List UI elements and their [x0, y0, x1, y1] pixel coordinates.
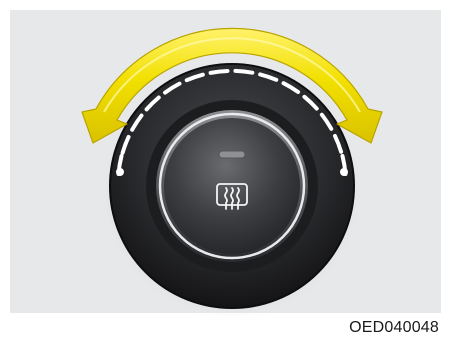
- figure-reference-code: OED040048: [349, 319, 439, 337]
- scale-min-dot: [116, 168, 124, 176]
- scale-max-dot: [340, 168, 348, 176]
- indicator-lamp: [219, 151, 245, 158]
- rear-defroster-button[interactable]: [164, 118, 300, 254]
